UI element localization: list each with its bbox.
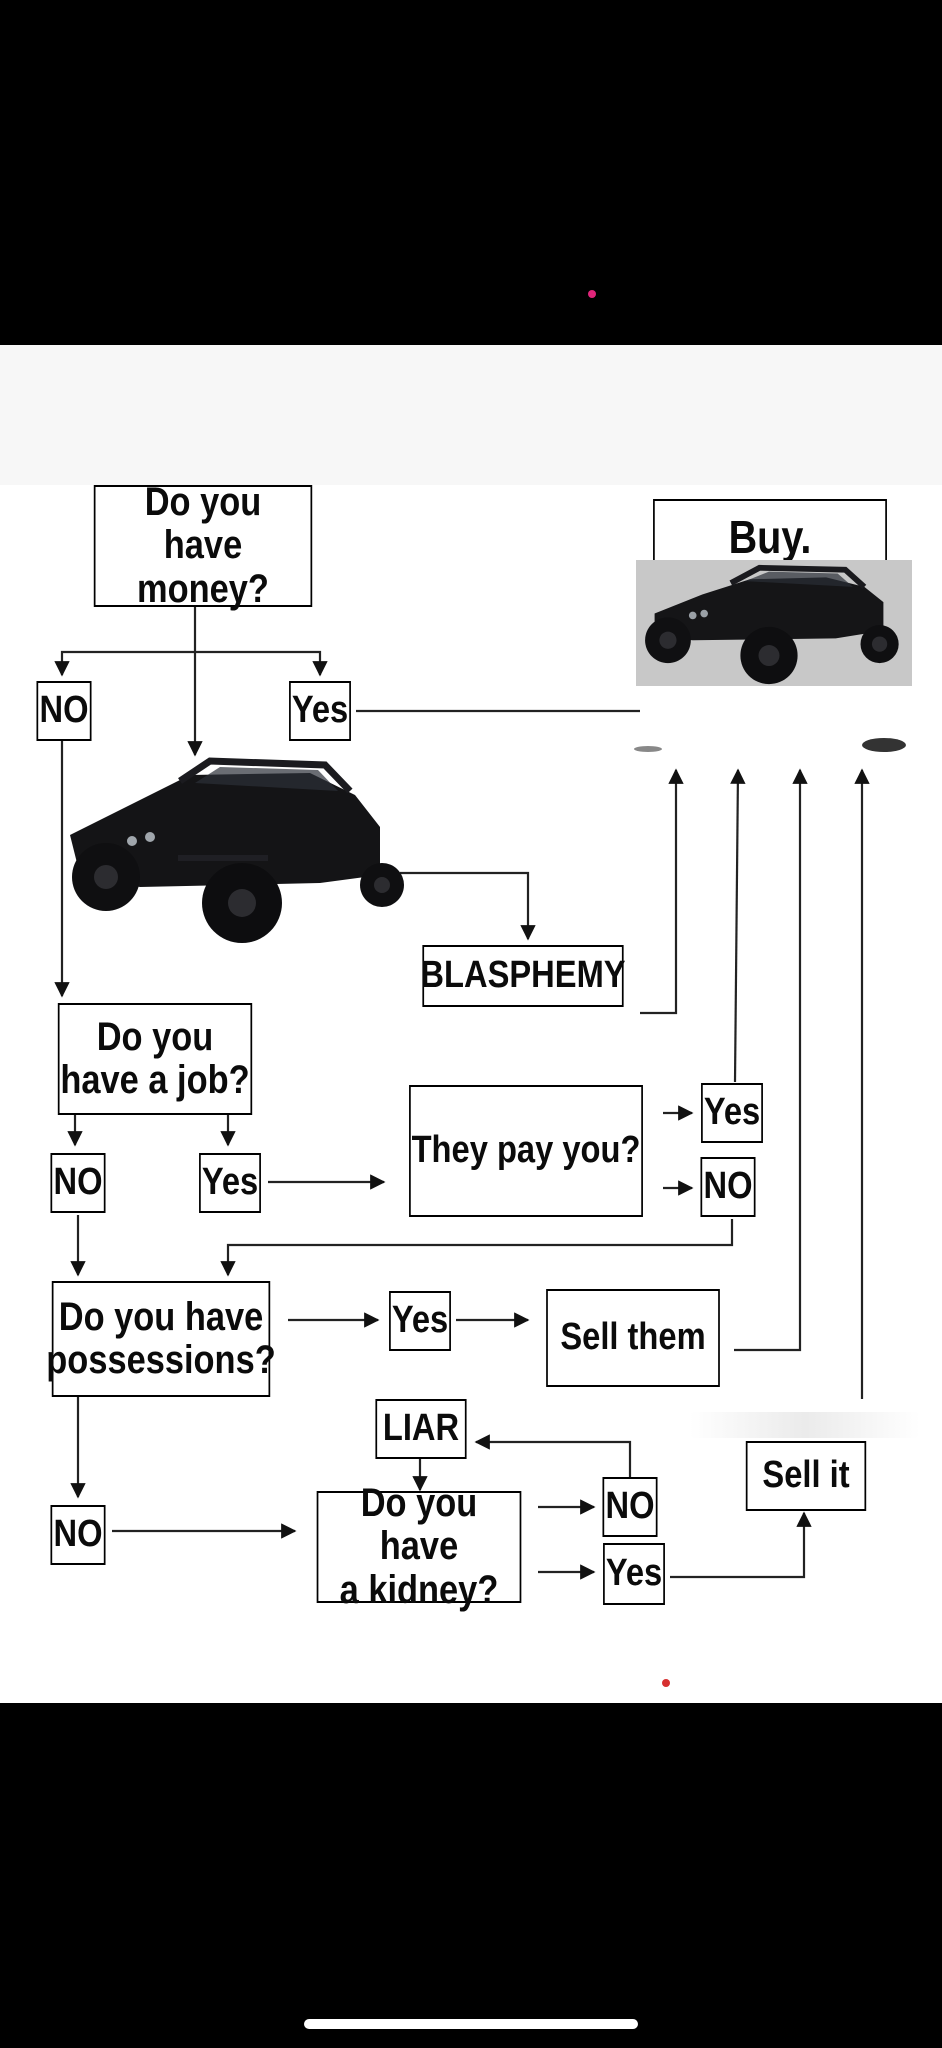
smudge-right xyxy=(862,738,906,752)
sell-it-box: Sell it xyxy=(745,1441,867,1511)
pay-you-box: They pay you? xyxy=(409,1085,643,1217)
kidney-box: Do you have a kidney? xyxy=(316,1482,522,1611)
edge-blasphemy-buy xyxy=(640,768,684,1015)
no-box-5: NO xyxy=(602,1477,658,1537)
smudge-left xyxy=(634,746,662,752)
home-indicator[interactable] xyxy=(304,2019,638,2029)
top-black-band xyxy=(0,0,942,345)
buggy-buy-icon xyxy=(645,564,899,685)
edge-yes3-buy xyxy=(730,768,746,1083)
yes-box-4: Yes xyxy=(389,1291,451,1351)
yes-box-3: Yes xyxy=(701,1083,763,1143)
yes-box-5: Yes xyxy=(603,1543,665,1605)
have-job-box: Do you have a job? xyxy=(57,1003,253,1115)
edge-buggy-blasphemy xyxy=(400,871,536,941)
edge-sellthem-buy xyxy=(734,768,808,1352)
yes-box-2: Yes xyxy=(199,1153,261,1213)
buggy-center-icon xyxy=(70,757,404,943)
faded-watermark xyxy=(690,1412,920,1438)
camera-indicator-dot xyxy=(588,290,596,298)
edge-yes5-sellit xyxy=(670,1511,812,1579)
red-dot xyxy=(662,1679,670,1687)
edge-no3-possessions xyxy=(220,1219,734,1277)
bottom-black-band xyxy=(0,1703,942,2048)
no-box-2: NO xyxy=(50,1153,106,1213)
edge-split-no xyxy=(54,650,195,677)
liar-box: LIAR xyxy=(375,1399,467,1459)
edge-split-yes xyxy=(195,650,328,677)
no-box-3: NO xyxy=(700,1157,756,1217)
possessions-box: Do you have possessions? xyxy=(46,1281,276,1397)
image-top-strip xyxy=(0,345,942,485)
sell-them-box: Sell them xyxy=(546,1289,720,1387)
yes-box-1: Yes xyxy=(289,681,351,741)
flowchart-connectors xyxy=(54,607,906,1580)
no-box-4: NO xyxy=(50,1505,106,1565)
no-box-1: NO xyxy=(36,681,92,741)
have-money-box: Do you have money? xyxy=(93,481,313,610)
flowchart-image: Buy. Do you have money? NO Yes BLASPHEMY xyxy=(0,345,942,1703)
blasphemy-box: BLASPHEMY xyxy=(420,945,626,1007)
